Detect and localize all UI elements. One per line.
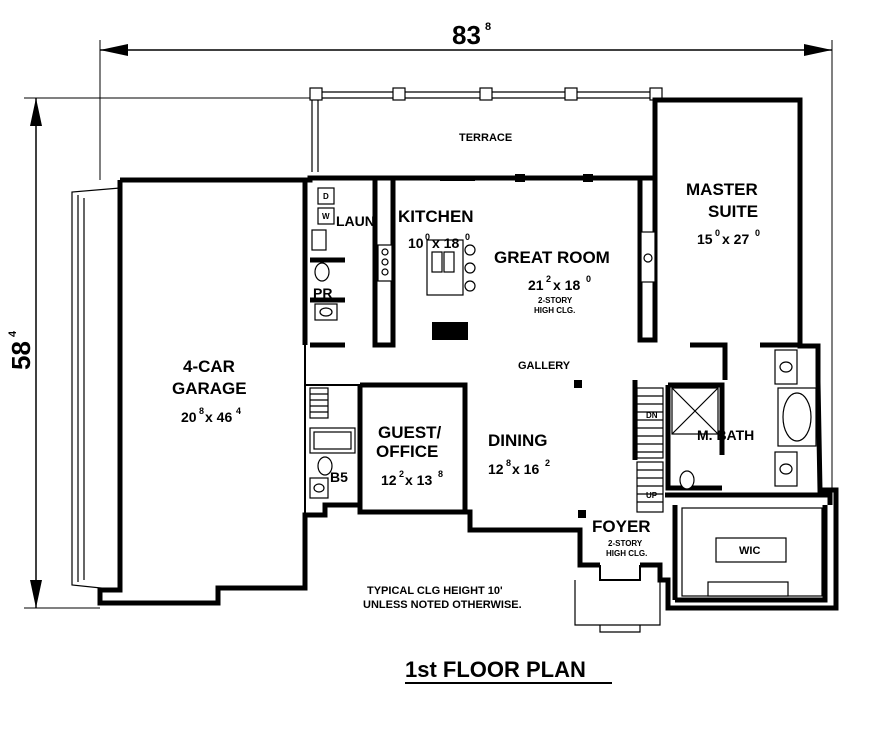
dining-sup-b: 2 [545,458,550,468]
foyer-note-2: HIGH CLG. [606,549,647,558]
fireplace [640,231,656,283]
guest-office-label-1: GUEST/ [378,423,442,442]
master-bath-label: M. BATH [697,427,754,443]
ceiling-note-line-2: UNLESS NOTED OTHERWISE. [363,599,522,611]
garage-sup-b: 4 [236,406,241,416]
window-markers [440,174,593,518]
foyer-label: FOYER [592,517,651,536]
powder-fixtures [314,262,338,321]
master-suite-sup-b: 0 [755,228,760,238]
dining-dim-b: x 16 [512,461,539,477]
master-suite-label-2: SUITE [708,202,758,221]
garage-dim-a: 20 [181,409,197,425]
bath5-fixtures [309,427,356,499]
ceiling-note-line-1: TYPICAL CLG HEIGHT 10' [367,585,503,597]
kitchen-fixtures [377,239,476,340]
dining-sup-a: 8 [506,458,511,468]
wic-label: WIC [739,545,760,557]
kitchen-sup-a: 0 [425,232,430,242]
master-bath-fixtures [671,349,817,490]
depth-label-sup: 4 [7,330,19,337]
garage-label-1: 4-CAR [183,357,235,376]
foyer-note-1: 2-STORY [608,539,643,548]
front-porch [574,565,661,633]
gallery-label: GALLERY [518,360,571,372]
width-dimension: 83 8 [99,20,833,490]
terrace-label: TERRACE [459,132,512,144]
washer-label: W [322,212,330,221]
garage-sup-a: 8 [199,406,204,416]
great-room-label: GREAT ROOM [494,248,610,267]
width-label-sup: 8 [485,21,491,33]
master-suite-sup-a: 0 [715,228,720,238]
interior-walls [302,180,833,603]
kitchen-dim-a: 10 [408,235,424,251]
great-room-sup-a: 2 [546,274,551,284]
depth-dimension: 58 4 [6,97,312,609]
laundry-label: LAUN [336,213,375,229]
guest-office-dim-b: x 13 [405,472,432,488]
great-room-dim-b: x 18 [553,277,580,293]
great-room-note-2: HIGH CLG. [534,306,575,315]
exterior-walls [71,97,839,611]
laundry-fixtures: D W [311,187,335,251]
wic-shelving [681,507,823,597]
terrace: TERRACE [309,87,663,172]
great-room-dim-a: 21 [528,277,544,293]
garage-dim-b: x 46 [205,409,232,425]
dining-dim-a: 12 [488,461,504,477]
great-room-sup-b: 0 [586,274,591,284]
guest-office-sup-a: 2 [399,469,404,479]
width-label: 83 [452,20,481,50]
master-suite-label-1: MASTER [686,180,758,199]
powder-label: PR [313,285,332,301]
plan-title: 1st FLOOR PLAN [405,657,586,682]
bath5-label: B5 [330,469,348,485]
kitchen-sup-b: 0 [465,232,470,242]
guest-office-dim-a: 12 [381,472,397,488]
kitchen-dim-b: x 18 [432,235,459,251]
dining-label: DINING [488,431,548,450]
stairs-down-label: DN [646,411,658,420]
guest-office-sup-b: 8 [438,469,443,479]
master-suite-dim-b: x 27 [722,231,749,247]
master-suite-dim-a: 15 [697,231,713,247]
stairs: DN UP [309,387,664,513]
depth-label: 58 [6,341,36,370]
garage-label-2: GARAGE [172,379,247,398]
kitchen-label: KITCHEN [398,207,474,226]
guest-office-label-2: OFFICE [376,442,438,461]
great-room-note-1: 2-STORY [538,296,573,305]
stairs-up-label: UP [646,491,658,500]
dryer-label: D [323,192,329,201]
